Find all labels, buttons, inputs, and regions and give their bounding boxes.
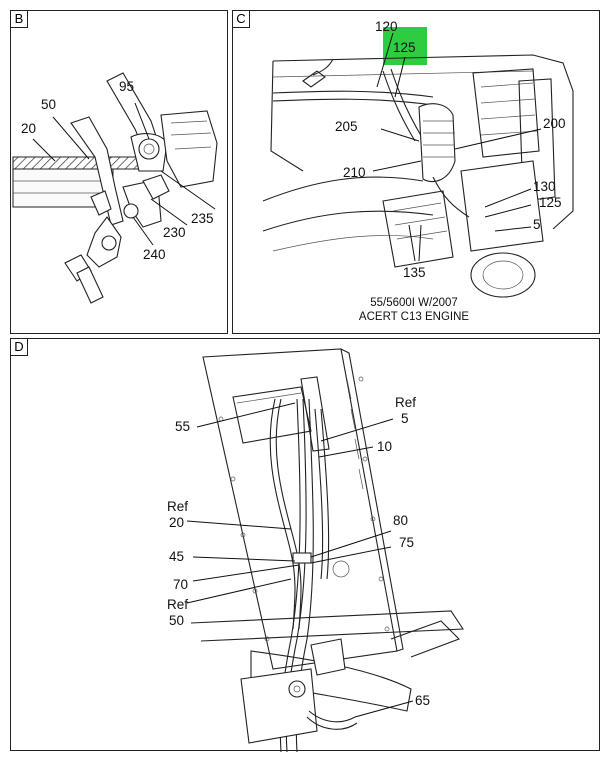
panel-c: C bbox=[232, 10, 600, 334]
callout-135: 135 bbox=[403, 265, 426, 280]
panel-d: D bbox=[10, 338, 600, 752]
callout-65: 65 bbox=[415, 693, 430, 708]
callout-50: 50 bbox=[41, 97, 56, 112]
panel-c-tag: C bbox=[233, 11, 250, 28]
callout-5: 5 bbox=[533, 217, 541, 232]
engine-compartment bbox=[262, 54, 574, 298]
callout-ref-50-number: 50 bbox=[169, 613, 184, 628]
callout-75: 75 bbox=[399, 535, 414, 550]
coolant-tube-assembly bbox=[64, 72, 218, 304]
callout-235: 235 bbox=[191, 211, 214, 226]
callout-130: 130 bbox=[533, 179, 556, 194]
callout-ref-50-label: Ref bbox=[167, 597, 188, 612]
callout-205: 205 bbox=[335, 119, 358, 134]
panel-b: B bbox=[10, 10, 228, 334]
caption-engine: ACERT C13 ENGINE bbox=[359, 311, 469, 323]
callout-125: 125 bbox=[539, 195, 562, 210]
panel-b-leaders bbox=[32, 102, 216, 246]
callout-ref-20-number: 20 bbox=[169, 515, 184, 530]
lower-bracket bbox=[240, 638, 358, 744]
callout-ref-20-label: Ref bbox=[167, 499, 188, 514]
callout-70: 70 bbox=[173, 577, 188, 592]
callout-ref-5-number: 5 bbox=[401, 411, 409, 426]
panel-d-drawing: 55 Ref 5 10 Ref 20 80 75 45 70 Ref 50 65 bbox=[167, 348, 464, 752]
panel-b-tag: B bbox=[11, 11, 28, 28]
callout-210: 210 bbox=[343, 165, 366, 180]
callout-55: 55 bbox=[175, 419, 190, 434]
callout-80: 80 bbox=[393, 513, 408, 528]
panel-d-tag: D bbox=[11, 339, 28, 356]
hose-routing bbox=[272, 58, 470, 218]
callout-240: 240 bbox=[143, 247, 166, 262]
callout-10: 10 bbox=[377, 439, 392, 454]
callout-45: 45 bbox=[169, 549, 184, 564]
callout-125-highlighted: 125 bbox=[393, 40, 416, 55]
frame-rail-section bbox=[12, 156, 144, 208]
callout-230: 230 bbox=[163, 225, 186, 240]
panel-c-drawing: 120 125 205 200 210 130 125 5 135 55/560… bbox=[262, 19, 574, 323]
callout-ref-5-label: Ref bbox=[395, 395, 416, 410]
callout-20: 20 bbox=[21, 121, 36, 136]
panel-d-leaders bbox=[186, 402, 414, 718]
callout-95: 95 bbox=[119, 79, 134, 94]
callout-200: 200 bbox=[543, 116, 566, 131]
caption-model: 55/5600I W/2007 bbox=[370, 297, 458, 309]
panel-b-drawing: 95 50 20 235 230 240 bbox=[12, 72, 218, 304]
panel-c-leaders bbox=[372, 32, 542, 262]
callout-120: 120 bbox=[375, 19, 398, 34]
